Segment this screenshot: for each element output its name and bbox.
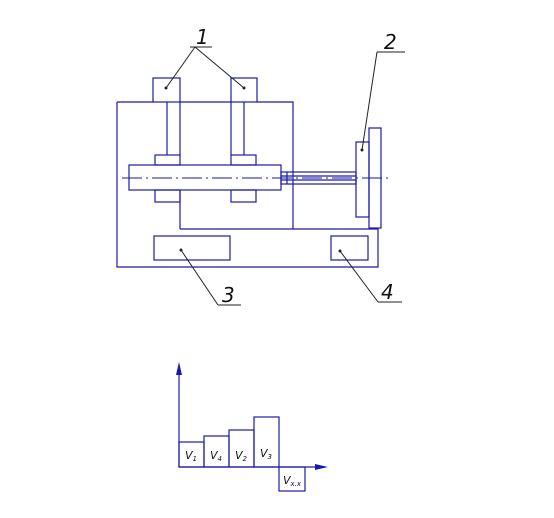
cycle-bar-label-vxx: Vx.x bbox=[283, 474, 302, 488]
y-axis-arrow-icon bbox=[176, 362, 182, 375]
cycle-bar-label-v2: V2 bbox=[235, 449, 248, 463]
callout-2: 2 bbox=[360, 30, 405, 152]
cycle-bar-v3 bbox=[253, 416, 280, 468]
cycle-bar-label-v3: V3 bbox=[260, 447, 272, 461]
drive-unit bbox=[153, 235, 231, 261]
bearing-block-left bbox=[152, 77, 181, 203]
cycle-chart: V1 V4 V2 V3 Vx.x bbox=[176, 362, 328, 492]
control-unit bbox=[330, 235, 369, 261]
callout-label-4: 4 bbox=[381, 280, 394, 304]
callout-label-1: 1 bbox=[196, 25, 209, 49]
callout-label-2: 2 bbox=[384, 30, 397, 54]
callout-3: 3 bbox=[179, 248, 241, 307]
callout-label-3: 3 bbox=[222, 283, 235, 307]
cycle-bar-label-v1: V1 bbox=[185, 449, 197, 463]
housing bbox=[116, 101, 379, 268]
cycle-bar-vxx bbox=[278, 466, 306, 492]
callout-1: 1 bbox=[164, 25, 246, 90]
callout-4: 4 bbox=[338, 249, 402, 304]
cycle-bar-label-v4: V4 bbox=[210, 449, 222, 463]
bearing-block-right bbox=[230, 77, 258, 203]
x-axis-arrow-icon bbox=[315, 464, 328, 470]
